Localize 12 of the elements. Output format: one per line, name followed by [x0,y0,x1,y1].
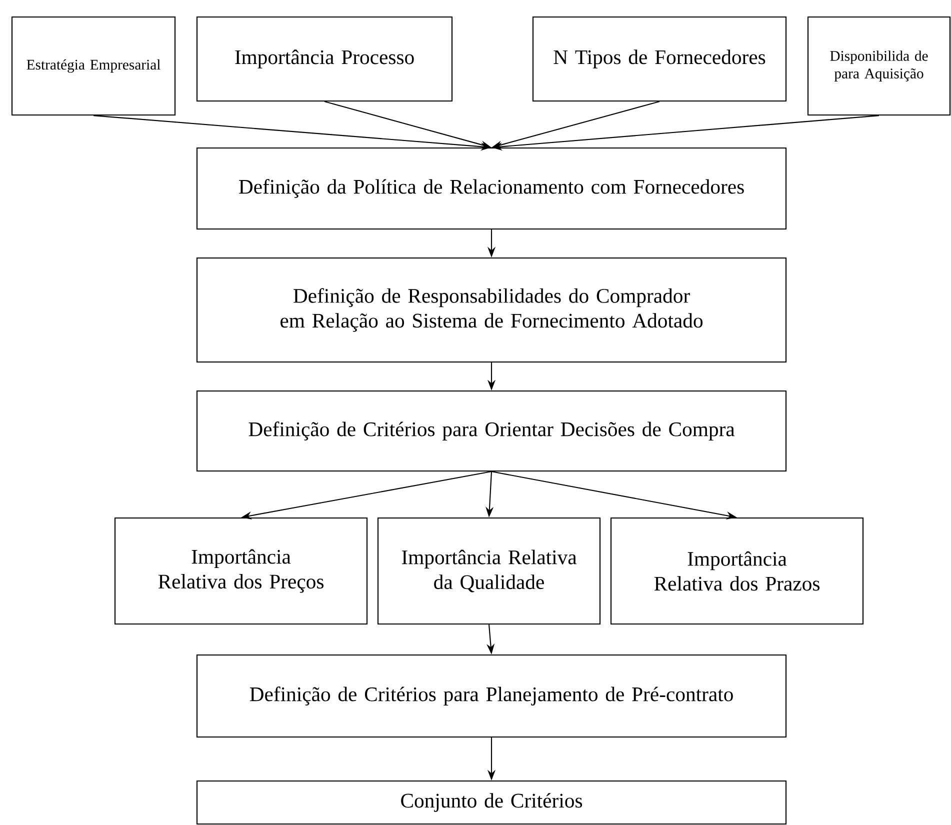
process-box: Importância Relativa dos Prazos [610,517,864,625]
process-box: Conjunto de Critérios [196,780,787,825]
process-box: Importância Relativa dos Preços [114,517,368,625]
process-box: Definição de Critérios para Planejamento de Pré-contrato [196,654,787,738]
process-box: Importância Processo [196,16,453,102]
process-box: N Tipos de Fornecedores [532,16,787,102]
process-box: Estratégia Empresarial [11,16,176,116]
process-box: Definição de Responsabilidades do Comprador em Relação ao Sistema de Fornecimento Adotado [196,257,787,363]
process-box: Definição de Critérios para Orientar Decisões de Compra [196,390,787,472]
process-box: Importância Relativa da Qualidade [377,517,601,625]
process-box: Definição da Política de Relacionamento com Fornecedores [196,147,787,230]
process-box: Disponibilida de para Aquisição [807,16,951,116]
